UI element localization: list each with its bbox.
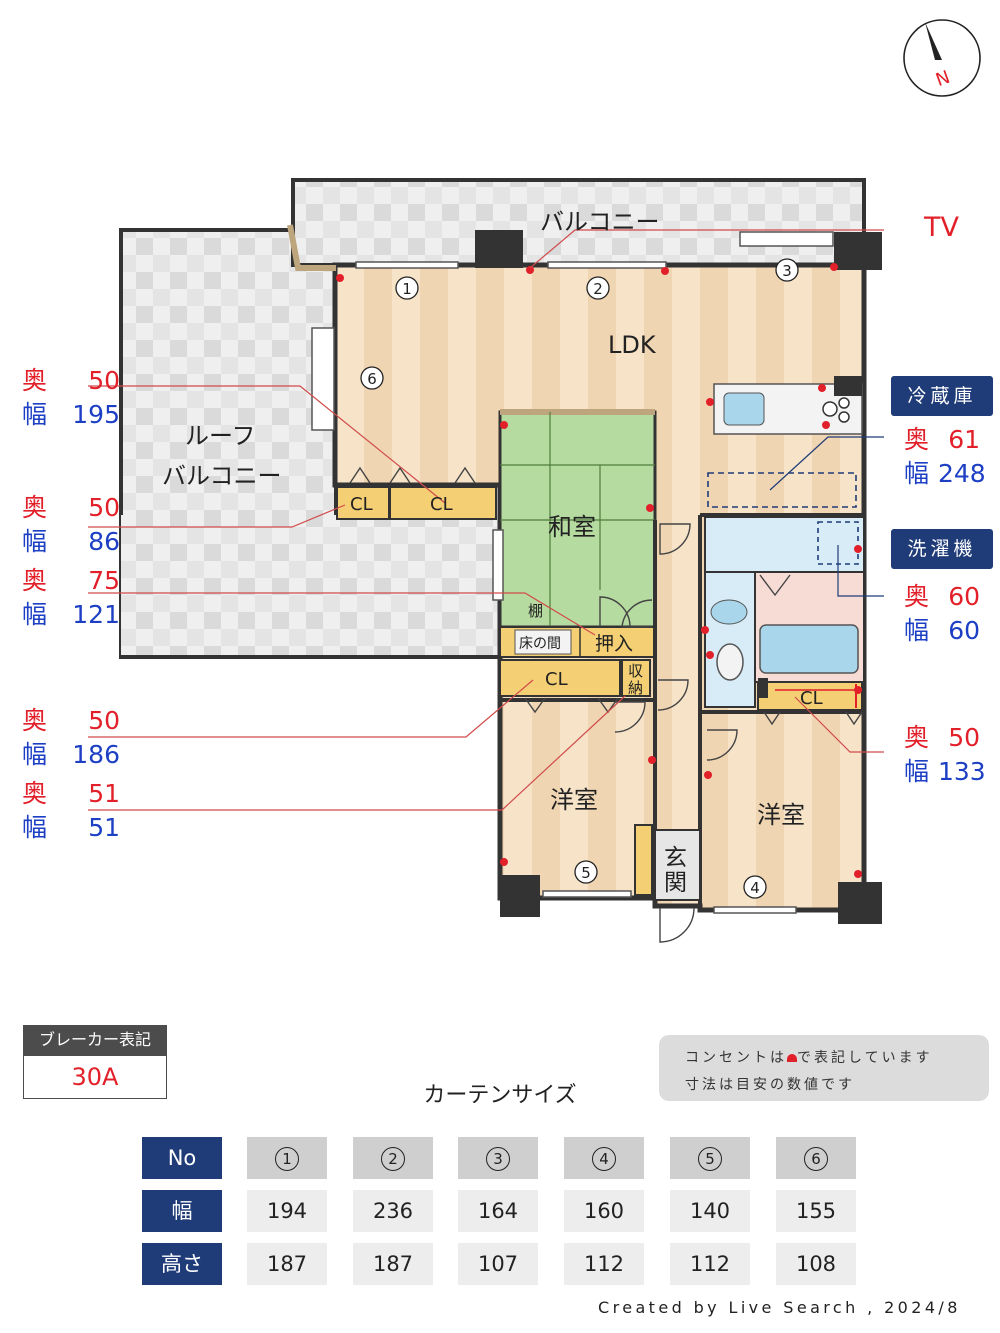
yoshitsu-right-label: 洋室 <box>757 801 805 829</box>
closet-cl <box>389 486 497 520</box>
washitsu-label: 和室 <box>548 513 596 541</box>
roof-balcony-label-2: バルコニー <box>162 462 282 490</box>
tana-label: 棚 <box>528 602 543 620</box>
curtain-height: 107 <box>458 1243 538 1285</box>
curtain-height: 187 <box>353 1243 433 1285</box>
window-number: 6 <box>367 370 377 388</box>
credit-line: Created by Live Search , 2024/8 <box>598 1298 961 1317</box>
closet-label: CL <box>800 688 823 709</box>
breaker-value: 30A <box>23 1055 167 1099</box>
curtain-width: 236 <box>353 1190 433 1232</box>
basin-icon <box>710 599 748 625</box>
genkan <box>654 829 701 901</box>
curtain-no: 5 <box>670 1137 750 1179</box>
curtain-width: 194 <box>247 1190 327 1232</box>
curtain-no: 4 <box>564 1137 644 1179</box>
stove-icon <box>822 401 838 417</box>
notes-box: コンセントはで表記しています 寸法は目安の数値です <box>659 1035 989 1101</box>
row-label-no: No <box>142 1137 222 1179</box>
window-number: 3 <box>782 262 792 280</box>
closet-cl <box>336 486 390 520</box>
window-number: 2 <box>593 280 603 298</box>
closet-label: CL <box>430 494 453 515</box>
genkan-label-2: 関 <box>664 870 687 896</box>
curtain-no: 1 <box>247 1137 327 1179</box>
oshiire-label: 押入 <box>595 633 633 655</box>
window-number: 1 <box>402 280 412 298</box>
roof-balcony-label-1: ルーフ <box>185 422 256 450</box>
floor-plan: N バルコニー ルーフ バルコニー LDK 和室 洋室 洋室 玄 関 床の間 棚… <box>88 19 981 943</box>
closet-label: CL <box>350 494 373 515</box>
toilet-icon <box>716 643 744 681</box>
curtain-width: 164 <box>458 1190 538 1232</box>
toko-label: 床の間 <box>519 636 561 652</box>
closet-cl <box>499 659 621 697</box>
yoshitsu-left-label: 洋室 <box>550 786 598 814</box>
curtain-width: 155 <box>776 1190 856 1232</box>
sink-icon <box>723 392 765 426</box>
curtain-height: 187 <box>247 1243 327 1285</box>
closet-cl <box>757 681 863 711</box>
fridge-space <box>707 472 857 508</box>
shuno-label-1: 収 <box>628 662 643 680</box>
compass-icon <box>903 19 981 97</box>
balcony-label: バルコニー <box>540 208 660 236</box>
window-number: 5 <box>581 864 591 882</box>
shuno-label-2: 納 <box>628 679 643 697</box>
curtain-no: 6 <box>776 1137 856 1179</box>
note-line-2: 寸法は目安の数値です <box>685 1077 855 1093</box>
curtain-title: カーテンサイズ <box>423 1083 577 1108</box>
closet-shuno <box>621 659 651 697</box>
ldk-label: LDK <box>608 331 657 359</box>
balcony-area <box>291 178 866 267</box>
curtain-width: 160 <box>564 1190 644 1232</box>
curtain-width: 140 <box>670 1190 750 1232</box>
washer-tag: 洗濯機 <box>891 529 993 569</box>
curtain-height: 112 <box>564 1243 644 1285</box>
outlet-icon <box>787 1054 797 1062</box>
curtain-height: 112 <box>670 1243 750 1285</box>
note-line-1: コンセントはで表記しています <box>685 1050 933 1066</box>
bathtub-icon <box>759 624 859 674</box>
tv-label: TV <box>924 212 959 243</box>
fridge-tag: 冷蔵庫 <box>891 376 993 416</box>
row-label-height: 高さ <box>142 1243 222 1285</box>
row-label-width: 幅 <box>142 1190 222 1232</box>
roof-balcony-lower <box>121 515 501 657</box>
curtain-height: 108 <box>776 1243 856 1285</box>
genkan-label-1: 玄 <box>664 845 687 871</box>
closet-label: CL <box>545 669 568 690</box>
curtain-no: 2 <box>353 1137 433 1179</box>
window-number: 4 <box>750 879 760 897</box>
breaker-label: ブレーカー表記 <box>23 1025 167 1055</box>
curtain-no: 3 <box>458 1137 538 1179</box>
